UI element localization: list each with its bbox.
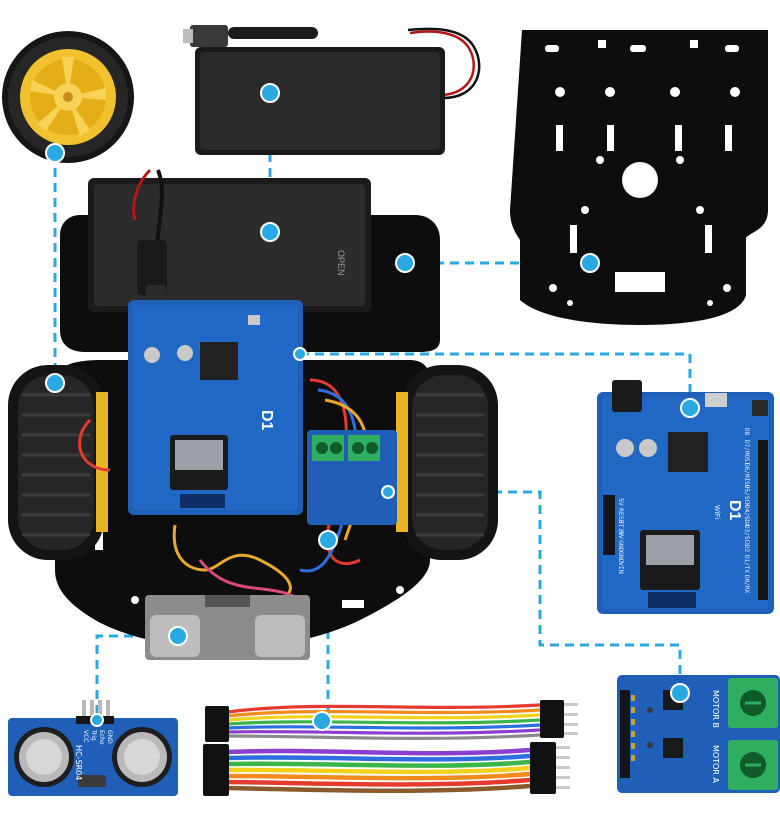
power-pin-3v3: 3.3V bbox=[617, 520, 625, 536]
sensor-pin-vcc: VCC bbox=[82, 730, 89, 742]
wheel-with-tire bbox=[2, 31, 134, 163]
sensor-pin-labels: VCC Trig Echo GND bbox=[82, 729, 113, 745]
car-board-model-label: D1 bbox=[258, 410, 275, 431]
callout-dot-wires-car bbox=[318, 530, 338, 550]
driver-label-motor-b: MOTOR B bbox=[711, 690, 720, 728]
jumper-wire-bundle-bottom bbox=[227, 747, 531, 794]
sensor-pin-echo: Echo bbox=[98, 730, 105, 745]
hc-sr04-ultrasonic-sensor: VCC Trig Echo GND HC-SR04 bbox=[8, 700, 178, 796]
digital-pin-d1: D1/TX bbox=[743, 555, 750, 573]
callout-line-driver bbox=[388, 490, 682, 693]
callout-dot-wires bbox=[312, 711, 332, 731]
callout-dot-board-car bbox=[293, 347, 307, 361]
callout-line-board bbox=[300, 352, 692, 408]
battery-holder bbox=[183, 25, 481, 155]
callout-dot-wheel-top bbox=[45, 143, 65, 163]
jumper-wire-bundle-top bbox=[227, 703, 541, 740]
digital-pin-d8: D8 bbox=[743, 428, 750, 436]
digital-pin-d3: D3/SCL bbox=[743, 525, 750, 547]
power-pin-reset: RESET bbox=[617, 508, 625, 528]
power-pin-gnd-2: GND bbox=[617, 551, 625, 563]
callout-line-sensor bbox=[95, 634, 178, 720]
battery-box-label: OPEN bbox=[336, 250, 346, 276]
board-power-pin-labels: 5V RESET 3.3V 5V GND GND VIN bbox=[617, 498, 625, 574]
callout-dot-battery-car bbox=[260, 222, 280, 242]
board-digital-pin-labels: D0/RX D1/TX D2 D3/SCL D4/SDA D5/SCK D6/M… bbox=[743, 428, 750, 593]
sensor-model-label: HC-SR04 bbox=[74, 745, 83, 780]
callout-dot-driver bbox=[670, 683, 690, 703]
digital-pin-d0: D0/RX bbox=[743, 575, 750, 593]
digital-pin-d4: D4/SDA bbox=[743, 505, 750, 527]
d1-wifi-board: D1 WiFi 5V RESET 3.3V 5V GND GND VIN D0/… bbox=[597, 380, 774, 614]
dupont-jumper-wires bbox=[203, 700, 578, 796]
callout-dot-chassis-car bbox=[395, 253, 415, 273]
l9110s-motor-driver: MOTOR B MOTOR A bbox=[617, 675, 780, 793]
callout-dot-wheel-car bbox=[45, 373, 65, 393]
board-model-label: D1 bbox=[726, 500, 743, 521]
sensor-pin-gnd: GND bbox=[106, 730, 113, 744]
digital-pin-d7: D7/MOSI bbox=[743, 440, 750, 466]
power-pin-vin: VIN bbox=[617, 562, 625, 574]
digital-pin-d5: D5/SCK bbox=[743, 485, 750, 507]
acrylic-chassis-plate bbox=[510, 30, 768, 325]
board-sub-label: WiFi bbox=[713, 505, 720, 519]
callout-dots bbox=[45, 83, 700, 731]
callout-dot-driver-car bbox=[381, 485, 395, 499]
callout-dot-board bbox=[680, 398, 700, 418]
driver-label-motor-a: MOTOR A bbox=[711, 745, 720, 783]
sensor-pin-trig: Trig bbox=[90, 729, 97, 741]
assembled-robot-car: OPEN D1 bbox=[8, 168, 498, 660]
callout-dot-battery-top bbox=[260, 83, 280, 103]
callout-dot-sensor bbox=[90, 713, 104, 727]
digital-pin-d6: D6/MISO bbox=[743, 463, 750, 489]
power-pin-5v-2: 5V bbox=[617, 531, 625, 539]
power-pin-gnd: GND bbox=[617, 540, 625, 552]
digital-pin-d2: D2 bbox=[743, 545, 750, 553]
callout-dot-chassis-plate bbox=[580, 253, 600, 273]
power-pin-5v: 5V bbox=[617, 498, 625, 506]
callout-dot-sensor-car bbox=[168, 626, 188, 646]
